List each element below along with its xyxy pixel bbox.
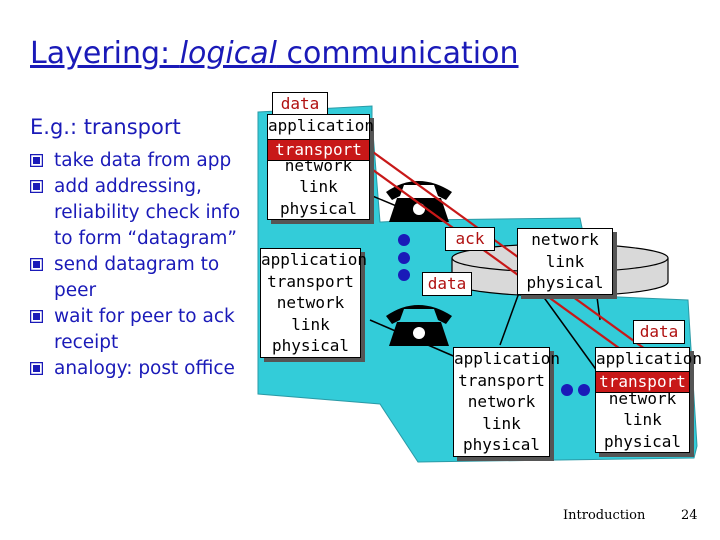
data-label: data	[422, 272, 472, 296]
bullet-item: analogy: post office	[30, 356, 250, 382]
title-italic: logical	[179, 36, 277, 71]
layer-physical: physical	[462, 435, 541, 454]
layer-network: network	[467, 392, 536, 411]
title-prefix: Layering:	[30, 36, 180, 71]
protocol-stack-sender: application network link physical	[267, 114, 374, 220]
checkbox-bullet-icon	[30, 310, 43, 323]
title-suffix: communication	[276, 36, 519, 71]
bullet-item: send datagram to peer	[30, 252, 250, 304]
checkbox-bullet-icon	[30, 258, 43, 271]
layer-application: application	[261, 250, 367, 269]
layer-transport: transport	[267, 271, 354, 291]
page-title: Layering: logical communication	[30, 36, 519, 71]
bullet-list: take data from app add addressing, relia…	[30, 148, 250, 382]
subtitle: E.g.: transport	[30, 115, 181, 139]
layer-physical: physical	[603, 431, 682, 451]
layer-link: link	[623, 410, 662, 429]
checkbox-bullet-icon	[30, 362, 43, 375]
layer-network: network	[276, 293, 345, 312]
layer-link: link	[482, 413, 521, 433]
checkbox-bullet-icon	[30, 180, 43, 193]
layer-link: link	[291, 314, 330, 334]
footer-section: Introduction	[563, 508, 646, 523]
layer-link: link	[545, 251, 585, 271]
telephone-icon	[386, 305, 452, 346]
bullet-item: wait for peer to ack receipt	[30, 304, 250, 356]
protocol-stack-receiver: application network link physical	[595, 347, 702, 453]
layer-network: network	[531, 230, 599, 249]
ack-label: ack	[445, 227, 495, 251]
layer-physical: physical	[279, 198, 358, 218]
page-number: 24	[681, 508, 698, 523]
layer-application: application	[268, 116, 374, 135]
layer-application: application	[454, 349, 560, 368]
checkbox-bullet-icon	[30, 154, 43, 167]
protocol-stack-host: application transport network link physi…	[260, 248, 367, 358]
device-dots	[398, 234, 410, 281]
layer-application: application	[596, 349, 702, 368]
transport-layer-highlight: transport	[595, 371, 690, 393]
layer-transport: transport	[458, 370, 545, 390]
layer-physical: physical	[271, 336, 350, 355]
layer-network: network	[608, 388, 677, 408]
data-label: data	[272, 92, 328, 116]
bullet-item: take data from app	[30, 148, 250, 174]
transport-layer-highlight: transport	[267, 139, 370, 161]
protocol-stack-router: network link physical	[517, 228, 613, 295]
bullet-item: add addressing, reliability check info t…	[30, 174, 250, 252]
device-dots	[561, 384, 590, 396]
protocol-stack-host: application transport network link physi…	[453, 347, 560, 457]
layer-link: link	[299, 177, 338, 196]
data-label: data	[633, 320, 685, 344]
layer-physical: physical	[526, 273, 604, 292]
telephone-icon	[386, 181, 452, 222]
